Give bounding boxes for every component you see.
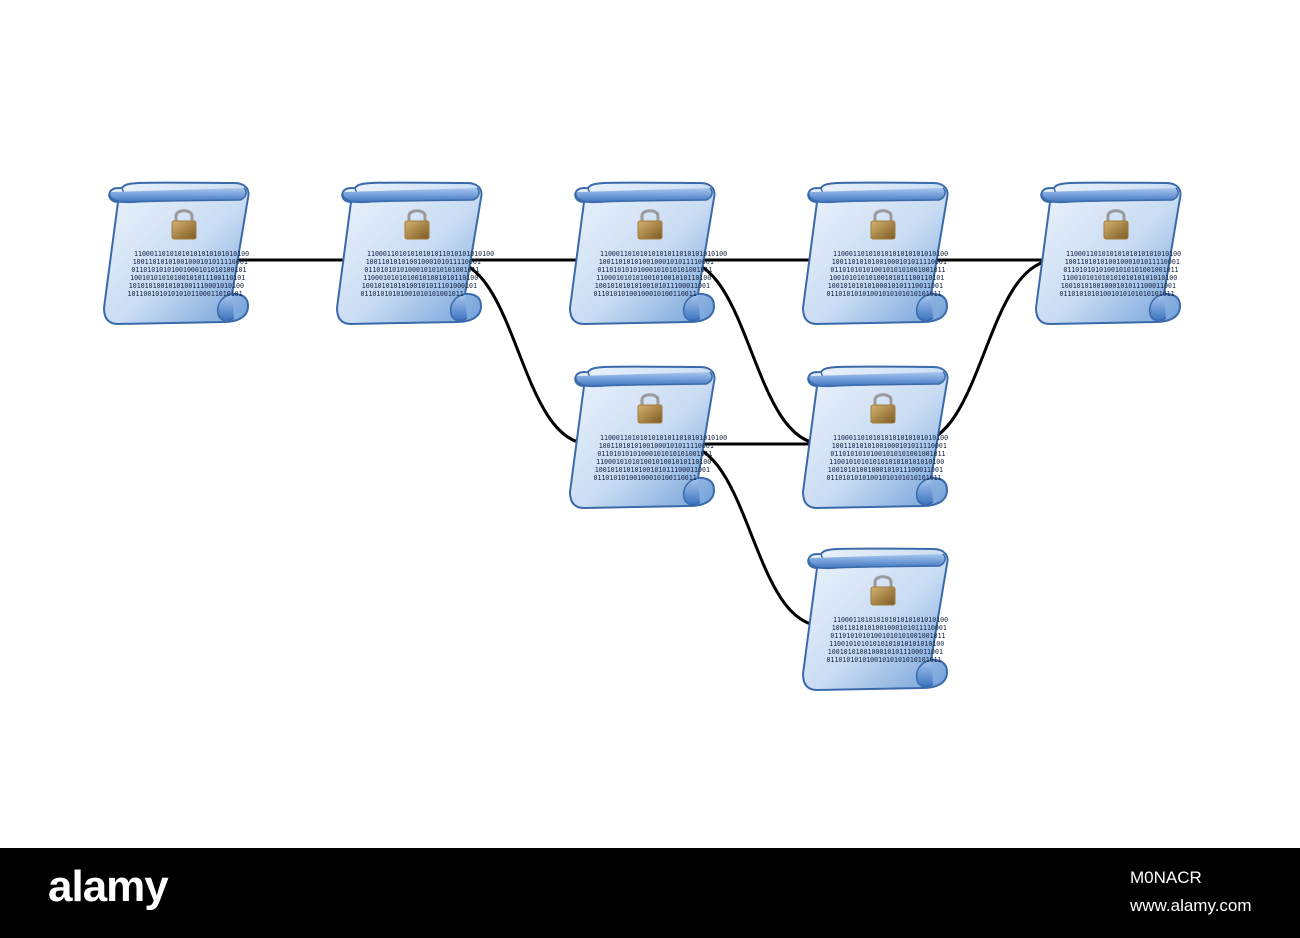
binary-line: 10010101010100101011100011001 [595, 282, 710, 290]
binary-line: 10010101010100010101110011001 [828, 282, 943, 290]
binary-line: 10011010101001000101011110001 [599, 442, 714, 450]
binary-line: 11000110101010101011010101010100 [600, 434, 727, 442]
padlock-icon [637, 209, 663, 240]
binary-line: 11000101010100101001010110100 [363, 274, 478, 282]
binary-line: 01101010101001010101001001011 [830, 266, 945, 274]
scroll-node-c4: 1100011010101010101010101010010011010101… [802, 547, 949, 691]
binary-line: 11000110101010101010101010100 [833, 250, 948, 258]
binary-line: 10011010101001000101011110001 [1065, 258, 1180, 266]
binary-line: 11001010101010101010101010100 [1062, 274, 1177, 282]
image-id: M0NACR [1130, 868, 1202, 887]
scroll-node-a3: 1100011010101010101101010101010010011010… [569, 181, 727, 325]
binary-line: 01101010101001010101001001011 [830, 632, 945, 640]
binary-line: 10010101010100101011100110101 [130, 274, 245, 282]
binary-line: 11000101010100101001010110100 [596, 458, 711, 466]
binary-line: 10011010101001000101011110001 [366, 258, 481, 266]
binary-line: 01101010101001010101010101011 [827, 290, 942, 298]
binary-line: 11000110101010101010101010100 [134, 250, 249, 258]
binary-line: 11000110101010101010101010100 [1066, 250, 1181, 258]
padlock-icon [870, 575, 896, 606]
scroll-node-a5: 1100011010101010101010101010010011010101… [1035, 181, 1182, 325]
binary-line: 01101010101000101010101001011 [364, 266, 479, 274]
padlock-icon [1103, 209, 1129, 240]
link-a2-b3 [446, 258, 591, 446]
watermark-bar: alamy M0NACR www.alamy.com [0, 848, 1300, 938]
binary-line: 10010101001000101011100011001 [828, 648, 943, 656]
scroll-node-a1: 1100011010101010101010101010010011010101… [103, 181, 250, 325]
binary-line: 10010101001000101011100011001 [1061, 282, 1176, 290]
binary-line: 01101010101001010101010101011 [827, 474, 942, 482]
binary-line: 10011010101001000101011110001 [133, 258, 248, 266]
binary-line: 11001010101010101010101010100 [829, 458, 944, 466]
watermark-logo: alamy [48, 862, 169, 911]
padlock-icon [870, 393, 896, 424]
link-b3-c4 [679, 442, 824, 628]
blockchain-diagram: 1100011010101010101010101010010011010101… [103, 181, 1182, 691]
website-label: www.alamy.com [1130, 896, 1252, 915]
binary-line: 11000110101010101010101010100 [833, 434, 948, 442]
binary-line: 10010101001000101011100011001 [828, 466, 943, 474]
binary-line: 01101010101001010101001001011 [830, 450, 945, 458]
scroll-node-b3: 1100011010101010101101010101010010011010… [569, 365, 727, 509]
binary-line: 01101010101001010101010101011 [1060, 290, 1175, 298]
binary-line: 11000110101010101010101010100 [833, 616, 948, 624]
binary-line: 01101010101001010101010101011 [827, 656, 942, 664]
binary-line: 10110010101010101100011010101 [128, 290, 243, 298]
binary-line: 01101010101001010101001001011 [1063, 266, 1178, 274]
binary-line: 10011010101001000101011110001 [832, 624, 947, 632]
scroll-node-a2: 1100011010101010101101010101010010011010… [336, 181, 494, 325]
binary-line: 01101010100100010100110011 [594, 290, 697, 298]
binary-line: 01101010101001010101001011 [361, 290, 464, 298]
scroll-node-b4: 1100011010101010101010101010010011010101… [802, 365, 949, 509]
padlock-icon [637, 393, 663, 424]
binary-line: 01101010100100010100110011 [594, 474, 697, 482]
binary-line: 10010101010100101011100011001 [595, 466, 710, 474]
padlock-icon [870, 209, 896, 240]
binary-line: 10011010101001000101011110001 [832, 442, 947, 450]
link-a3-b4 [679, 258, 824, 446]
binary-line: 01101010101000101010101001011 [597, 266, 712, 274]
binary-line: 11000110101010101011010101010100 [367, 250, 494, 258]
binary-line: 10011010101001000101011110001 [599, 258, 714, 266]
binary-line: 10010101010100101011101000101 [362, 282, 477, 290]
binary-line: 11000101010100101001010110100 [596, 274, 711, 282]
binary-line: 01101010101000101010101001011 [597, 450, 712, 458]
padlock-icon [171, 209, 197, 240]
binary-line: 11000110101010101011010101010100 [600, 250, 727, 258]
nodes: 1100011010101010101010101010010011010101… [103, 181, 1182, 691]
binary-line: 11001010101010101010101010100 [829, 640, 944, 648]
scroll-node-a4: 1100011010101010101010101010010011010101… [802, 181, 949, 325]
binary-line: 10010101010100101011100110101 [829, 274, 944, 282]
binary-line: 10101010010101001110001010100 [129, 282, 244, 290]
binary-line: 10011010101001000101011110001 [832, 258, 947, 266]
padlock-icon [404, 209, 430, 240]
binary-line: 01101010101001000101010100101 [131, 266, 246, 274]
